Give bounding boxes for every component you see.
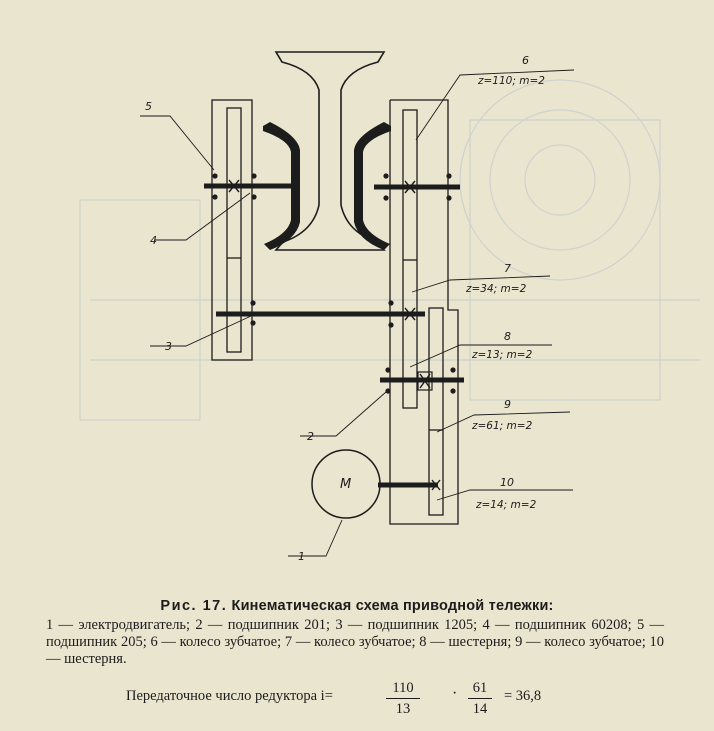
- label-5: 5: [145, 100, 152, 113]
- label-4: 4: [150, 234, 157, 247]
- right-housing-frame: [389, 99, 459, 525]
- multiply-dot: ·: [452, 685, 458, 702]
- spec-7: z=34; m=2: [465, 283, 527, 295]
- gear-ratio-formula: Передаточное число редуктора i= 110 13 ·…: [0, 680, 714, 730]
- spec-8: z=13; m=2: [471, 349, 533, 361]
- motor-label: М: [340, 477, 351, 492]
- bearings: [212, 173, 456, 394]
- label-2: 2: [307, 430, 314, 443]
- label-1: 1: [298, 550, 305, 563]
- figure-caption: Рис. 17. Кинематическая схема приводной …: [0, 598, 714, 614]
- spec-6: z=110; m=2: [477, 75, 545, 87]
- leader-lines: [140, 69, 575, 557]
- electric-motor: М: [311, 449, 381, 519]
- formula-result: = 36,8: [504, 688, 542, 704]
- part-labels: 5 4 3 2 1 6 7 8 9 10: [145, 54, 529, 563]
- fraction-2-denominator: 14: [472, 701, 488, 717]
- label-3: 3: [165, 340, 172, 353]
- label-10: 10: [500, 476, 514, 489]
- label-6: 6: [522, 54, 529, 67]
- gear-specs: z=110; m=2 z=34; m=2 z=13; m=2 z=61; m=2…: [465, 75, 545, 511]
- label-7: 7: [504, 262, 511, 275]
- left-housing-frame: [211, 99, 253, 361]
- shafts: [204, 183, 464, 488]
- fraction-1-numerator: 110: [386, 680, 420, 699]
- fraction-2: 61 14: [468, 680, 492, 718]
- faded-background-drawing: [79, 79, 700, 421]
- spec-10: z=14; m=2: [475, 499, 537, 511]
- kinematic-diagram: М 5 4 3 2 1 6 7 8 9 10 z=110; m=2 z=34; …: [79, 51, 700, 563]
- spec-9: z=61; m=2: [471, 420, 533, 432]
- label-8: 8: [504, 330, 511, 343]
- caption-title: Кинематическая схема приводной тележки:: [231, 598, 554, 614]
- caption-prefix: Рис. 17.: [160, 598, 228, 614]
- formula-lead: Передаточное число редуктора i=: [126, 688, 333, 704]
- gear-mesh-marks: [228, 179, 441, 491]
- fraction-2-numerator: 61: [468, 680, 492, 699]
- label-9: 9: [504, 398, 511, 411]
- fraction-1: 110 13: [386, 680, 420, 718]
- figure-legend: 1 — электродвигатель; 2 — подшипник 201;…: [46, 617, 664, 667]
- fraction-1-denominator: 13: [395, 701, 411, 717]
